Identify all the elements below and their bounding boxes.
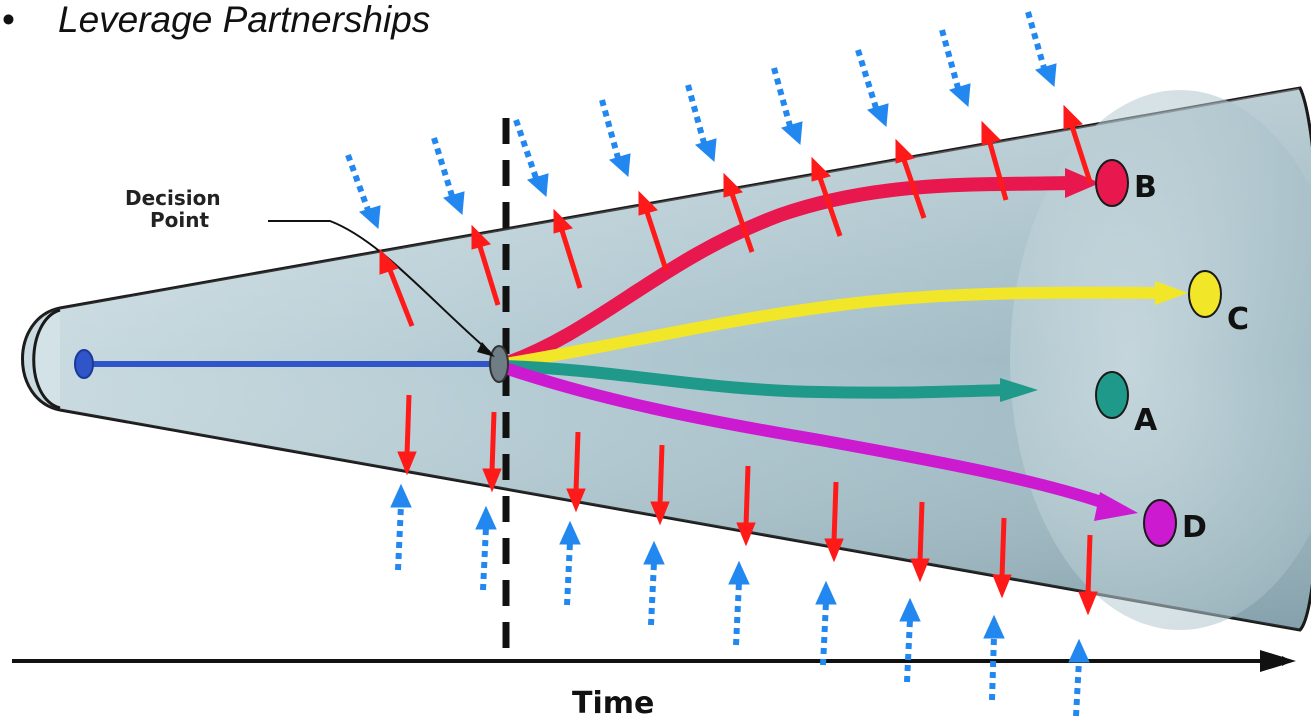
top-blue-arrows bbox=[345, 11, 1057, 230]
bottom-red-arrows bbox=[397, 394, 1098, 616]
top-red-arrows bbox=[379, 104, 1093, 327]
red-arrow-bottom bbox=[1078, 534, 1098, 616]
time-label: Time bbox=[572, 686, 654, 719]
decision-point-label-line1: Decision bbox=[125, 186, 221, 210]
decision-point-marker bbox=[489, 345, 509, 383]
decision-point-label-line2: Point bbox=[150, 208, 209, 232]
blue-arrow-top bbox=[771, 67, 803, 146]
heading-line: • Leverage Partnerships bbox=[2, 0, 430, 46]
blue-arrow-bottom bbox=[899, 597, 921, 683]
red-arrow-bottom bbox=[650, 444, 670, 526]
red-arrow-bottom bbox=[910, 501, 930, 583]
red-arrow-top bbox=[981, 120, 1009, 201]
path-to-b-arrowhead bbox=[1065, 168, 1100, 198]
blue-arrow-top bbox=[685, 84, 717, 163]
blue-arrow-bottom bbox=[983, 614, 1005, 701]
cone-shading bbox=[22, 88, 1311, 630]
bullet-glyph: • bbox=[2, 0, 15, 40]
blue-arrow-bottom bbox=[475, 505, 497, 591]
bottom-blue-arrows bbox=[390, 483, 1090, 717]
red-arrow-top bbox=[638, 190, 669, 271]
decision-point-leader bbox=[268, 220, 491, 353]
red-arrow-top bbox=[811, 156, 843, 237]
start-point bbox=[74, 349, 94, 379]
outcome-c-node bbox=[1188, 270, 1222, 318]
decision-point-leader-head bbox=[477, 342, 495, 357]
path-to-b bbox=[498, 176, 1077, 371]
path-to-c-arrowhead bbox=[1155, 281, 1188, 305]
red-arrow-top bbox=[723, 172, 755, 253]
red-arrow-bottom bbox=[482, 411, 502, 493]
blue-arrow-bottom bbox=[1068, 638, 1090, 717]
red-arrow-bottom bbox=[566, 431, 586, 513]
path-to-d bbox=[499, 362, 1116, 511]
blue-arrow-bottom bbox=[643, 540, 665, 626]
cone-tip bbox=[32, 308, 61, 410]
red-arrow-bottom bbox=[824, 481, 844, 563]
red-arrow-top bbox=[471, 224, 501, 306]
red-arrow-top bbox=[1063, 104, 1093, 183]
heading-text: Leverage Partnerships bbox=[58, 0, 431, 40]
red-arrow-bottom bbox=[736, 465, 756, 547]
outcome-c-label: C bbox=[1227, 302, 1249, 337]
blue-arrow-top bbox=[345, 153, 381, 230]
blue-arrow-top bbox=[599, 99, 631, 178]
path-to-a-arrowhead bbox=[1000, 378, 1038, 402]
path-to-d-arrowhead bbox=[1094, 492, 1138, 521]
blue-arrow-top bbox=[513, 119, 549, 198]
blue-arrow-bottom bbox=[815, 580, 837, 666]
blue-arrow-top bbox=[855, 49, 889, 128]
blue-arrow-top bbox=[1025, 11, 1057, 88]
red-arrow-bottom bbox=[397, 394, 417, 476]
blue-arrow-bottom bbox=[390, 483, 412, 571]
path-to-c bbox=[499, 286, 1166, 370]
path-to-a bbox=[499, 360, 1016, 399]
outcome-d-label: D bbox=[1182, 510, 1207, 545]
blue-arrow-top bbox=[939, 29, 971, 108]
blue-arrow-bottom bbox=[728, 560, 750, 646]
red-arrow-top bbox=[379, 248, 415, 327]
blue-arrow-top bbox=[431, 137, 465, 216]
red-arrow-bottom bbox=[992, 517, 1012, 599]
red-arrow-top bbox=[553, 208, 583, 289]
outcome-d-node bbox=[1143, 499, 1177, 547]
outcome-a-node bbox=[1095, 371, 1129, 419]
outcome-a-label: A bbox=[1134, 403, 1158, 438]
outcome-b-label: B bbox=[1134, 170, 1157, 205]
red-arrow-top bbox=[895, 138, 927, 219]
outcome-b-node bbox=[1095, 159, 1129, 207]
blue-arrow-bottom bbox=[559, 520, 581, 606]
time-axis-arrowhead bbox=[1260, 650, 1296, 672]
